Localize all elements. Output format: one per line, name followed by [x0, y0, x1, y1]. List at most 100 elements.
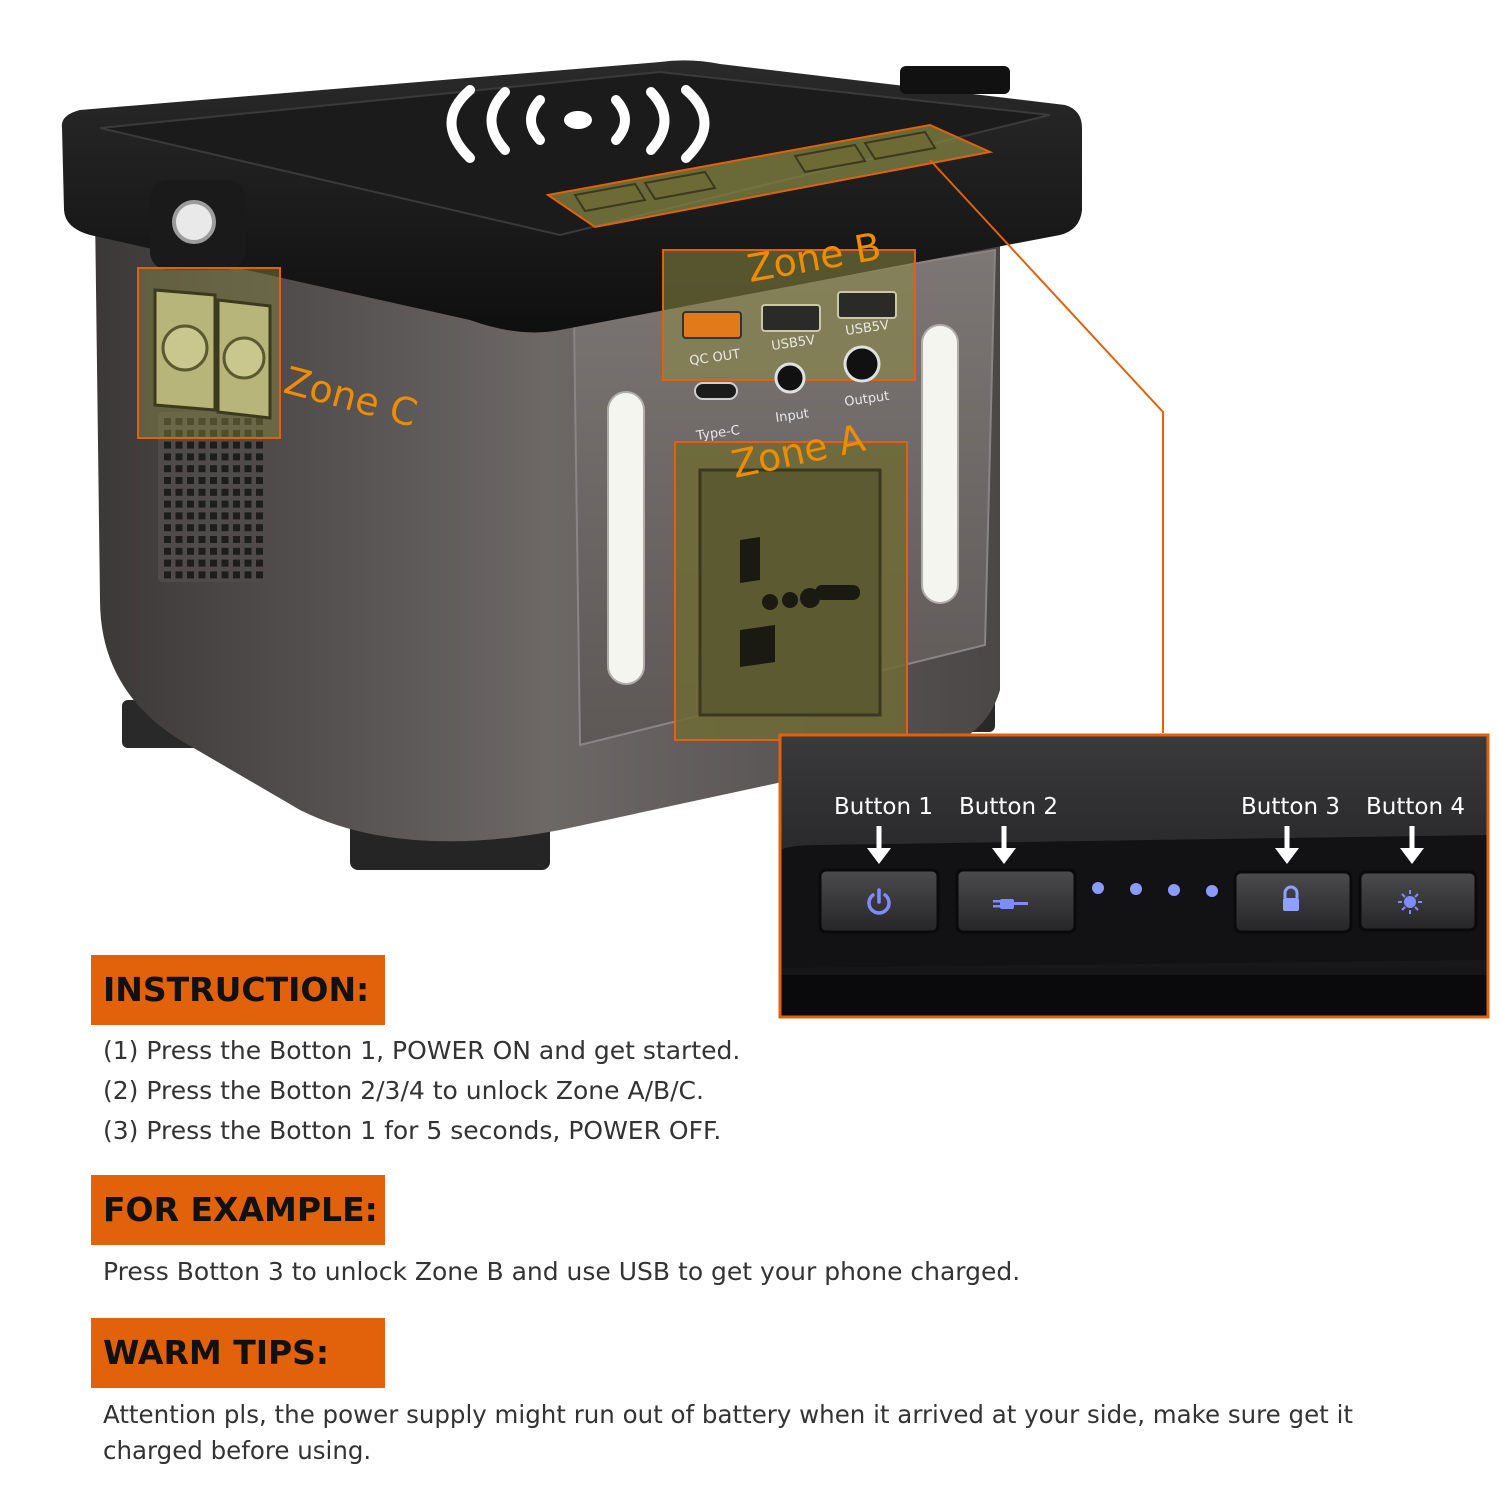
- speaker-hole: [221, 441, 229, 449]
- speaker-hole: [175, 559, 183, 567]
- speaker-hole: [244, 441, 252, 449]
- speaker-hole: [198, 500, 206, 508]
- output-label: Output: [843, 389, 890, 410]
- example-text: Press Botton 3 to unlock Zone B and use …: [103, 1257, 1021, 1286]
- speaker-hole: [164, 477, 171, 484]
- speaker-hole: [210, 418, 217, 425]
- speaker-hole: [210, 441, 217, 449]
- power-icon: [867, 888, 891, 915]
- speaker-grille: [158, 412, 270, 582]
- speaker-hole: [164, 453, 171, 461]
- speaker-hole: [175, 524, 183, 532]
- speaker-hole: [221, 418, 229, 425]
- speaker-hole: [175, 512, 183, 520]
- speaker-hole: [187, 465, 194, 473]
- speaker-hole: [210, 571, 217, 579]
- work-light-lens-left: [161, 324, 209, 372]
- speaker-hole: [256, 441, 263, 449]
- speaker-hole: [198, 441, 206, 449]
- instruction-line-1: (1) Press the Botton 1, POWER ON and get…: [103, 1036, 741, 1065]
- speaker-hole: [221, 536, 229, 543]
- speaker-hole: [233, 441, 240, 449]
- speaker-hole: [187, 441, 194, 449]
- speaker-hole: [164, 500, 171, 508]
- qc-out-port: [682, 311, 742, 339]
- speaker-hole: [198, 477, 206, 484]
- speaker-hole: [221, 571, 229, 579]
- speaker-hole: [256, 488, 263, 496]
- brightness-icon: [1398, 890, 1422, 914]
- speaker-hole: [256, 512, 263, 520]
- speaker-hole: [164, 429, 171, 437]
- speaker-hole: [198, 512, 206, 520]
- speaker-hole: [210, 559, 217, 567]
- speaker-hole: [164, 418, 171, 425]
- speaker-hole: [256, 465, 263, 473]
- button-2[interactable]: [955, 868, 1077, 934]
- instruction-heading: INSTRUCTION:: [91, 955, 385, 1025]
- button-1-label: Button 1: [834, 794, 933, 820]
- usb5v-label-2: USB5V: [844, 318, 890, 339]
- speaker-hole: [175, 453, 183, 461]
- speaker-hole: [175, 547, 183, 555]
- speaker-hole: [164, 547, 171, 555]
- speaker-hole: [210, 465, 217, 473]
- speaker-hole: [175, 429, 183, 437]
- speaker-hole: [244, 500, 252, 508]
- lock-icon: [1283, 885, 1299, 911]
- speaker-hole: [233, 465, 240, 473]
- speaker-hole: [210, 477, 217, 484]
- speaker-hole: [175, 465, 183, 473]
- speaker-hole: [233, 488, 240, 496]
- side-knob: [172, 200, 216, 244]
- speaker-hole: [221, 524, 229, 532]
- speaker-hole: [198, 571, 206, 579]
- speaker-hole: [256, 547, 263, 555]
- speaker-hole: [175, 571, 183, 579]
- speaker-hole: [164, 512, 171, 520]
- button-3-label: Button 3: [1241, 794, 1340, 820]
- speaker-hole: [198, 429, 206, 437]
- speaker-hole: [256, 559, 263, 567]
- speaker-hole: [164, 488, 171, 496]
- speaker-hole: [244, 477, 252, 484]
- speaker-hole: [221, 477, 229, 484]
- speaker-hole: [244, 488, 252, 496]
- plug-icon: [993, 899, 1028, 909]
- speaker-hole: [233, 524, 240, 532]
- speaker-hole: [210, 500, 217, 508]
- speaker-hole: [256, 429, 263, 437]
- speaker-hole: [187, 488, 194, 496]
- speaker-hole: [187, 453, 194, 461]
- instruction-line-2: (2) Press the Botton 2/3/4 to unlock Zon…: [103, 1076, 704, 1105]
- speaker-hole: [233, 429, 240, 437]
- speaker-hole: [175, 500, 183, 508]
- speaker-hole: [187, 512, 194, 520]
- speaker-hole: [210, 512, 217, 520]
- speaker-hole: [256, 536, 263, 543]
- usb5v-label-1: USB5V: [770, 333, 816, 354]
- speaker-hole: [244, 559, 252, 567]
- speaker-hole: [198, 524, 206, 532]
- tips-heading: WARM TIPS:: [91, 1318, 385, 1388]
- button-2-label: Button 2: [959, 794, 1058, 820]
- speaker-hole: [210, 453, 217, 461]
- speaker-hole: [233, 571, 240, 579]
- tips-line-2: charged before using.: [103, 1436, 372, 1465]
- speaker-hole: [221, 500, 229, 508]
- speaker-hole: [244, 512, 252, 520]
- speaker-hole: [175, 418, 183, 425]
- speaker-hole: [164, 571, 171, 579]
- speaker-hole: [164, 465, 171, 473]
- speaker-hole: [233, 477, 240, 484]
- speaker-hole: [256, 500, 263, 508]
- speaker-hole: [244, 547, 252, 555]
- speaker-hole: [256, 477, 263, 484]
- lid-rear-tab: [900, 66, 1010, 94]
- speaker-hole: [175, 477, 183, 484]
- speaker-hole: [233, 418, 240, 425]
- tips-line-1: Attention pls, the power supply might ru…: [103, 1400, 1353, 1429]
- speaker-hole: [221, 547, 229, 555]
- speaker-hole: [187, 500, 194, 508]
- work-light-lens-right: [222, 336, 266, 380]
